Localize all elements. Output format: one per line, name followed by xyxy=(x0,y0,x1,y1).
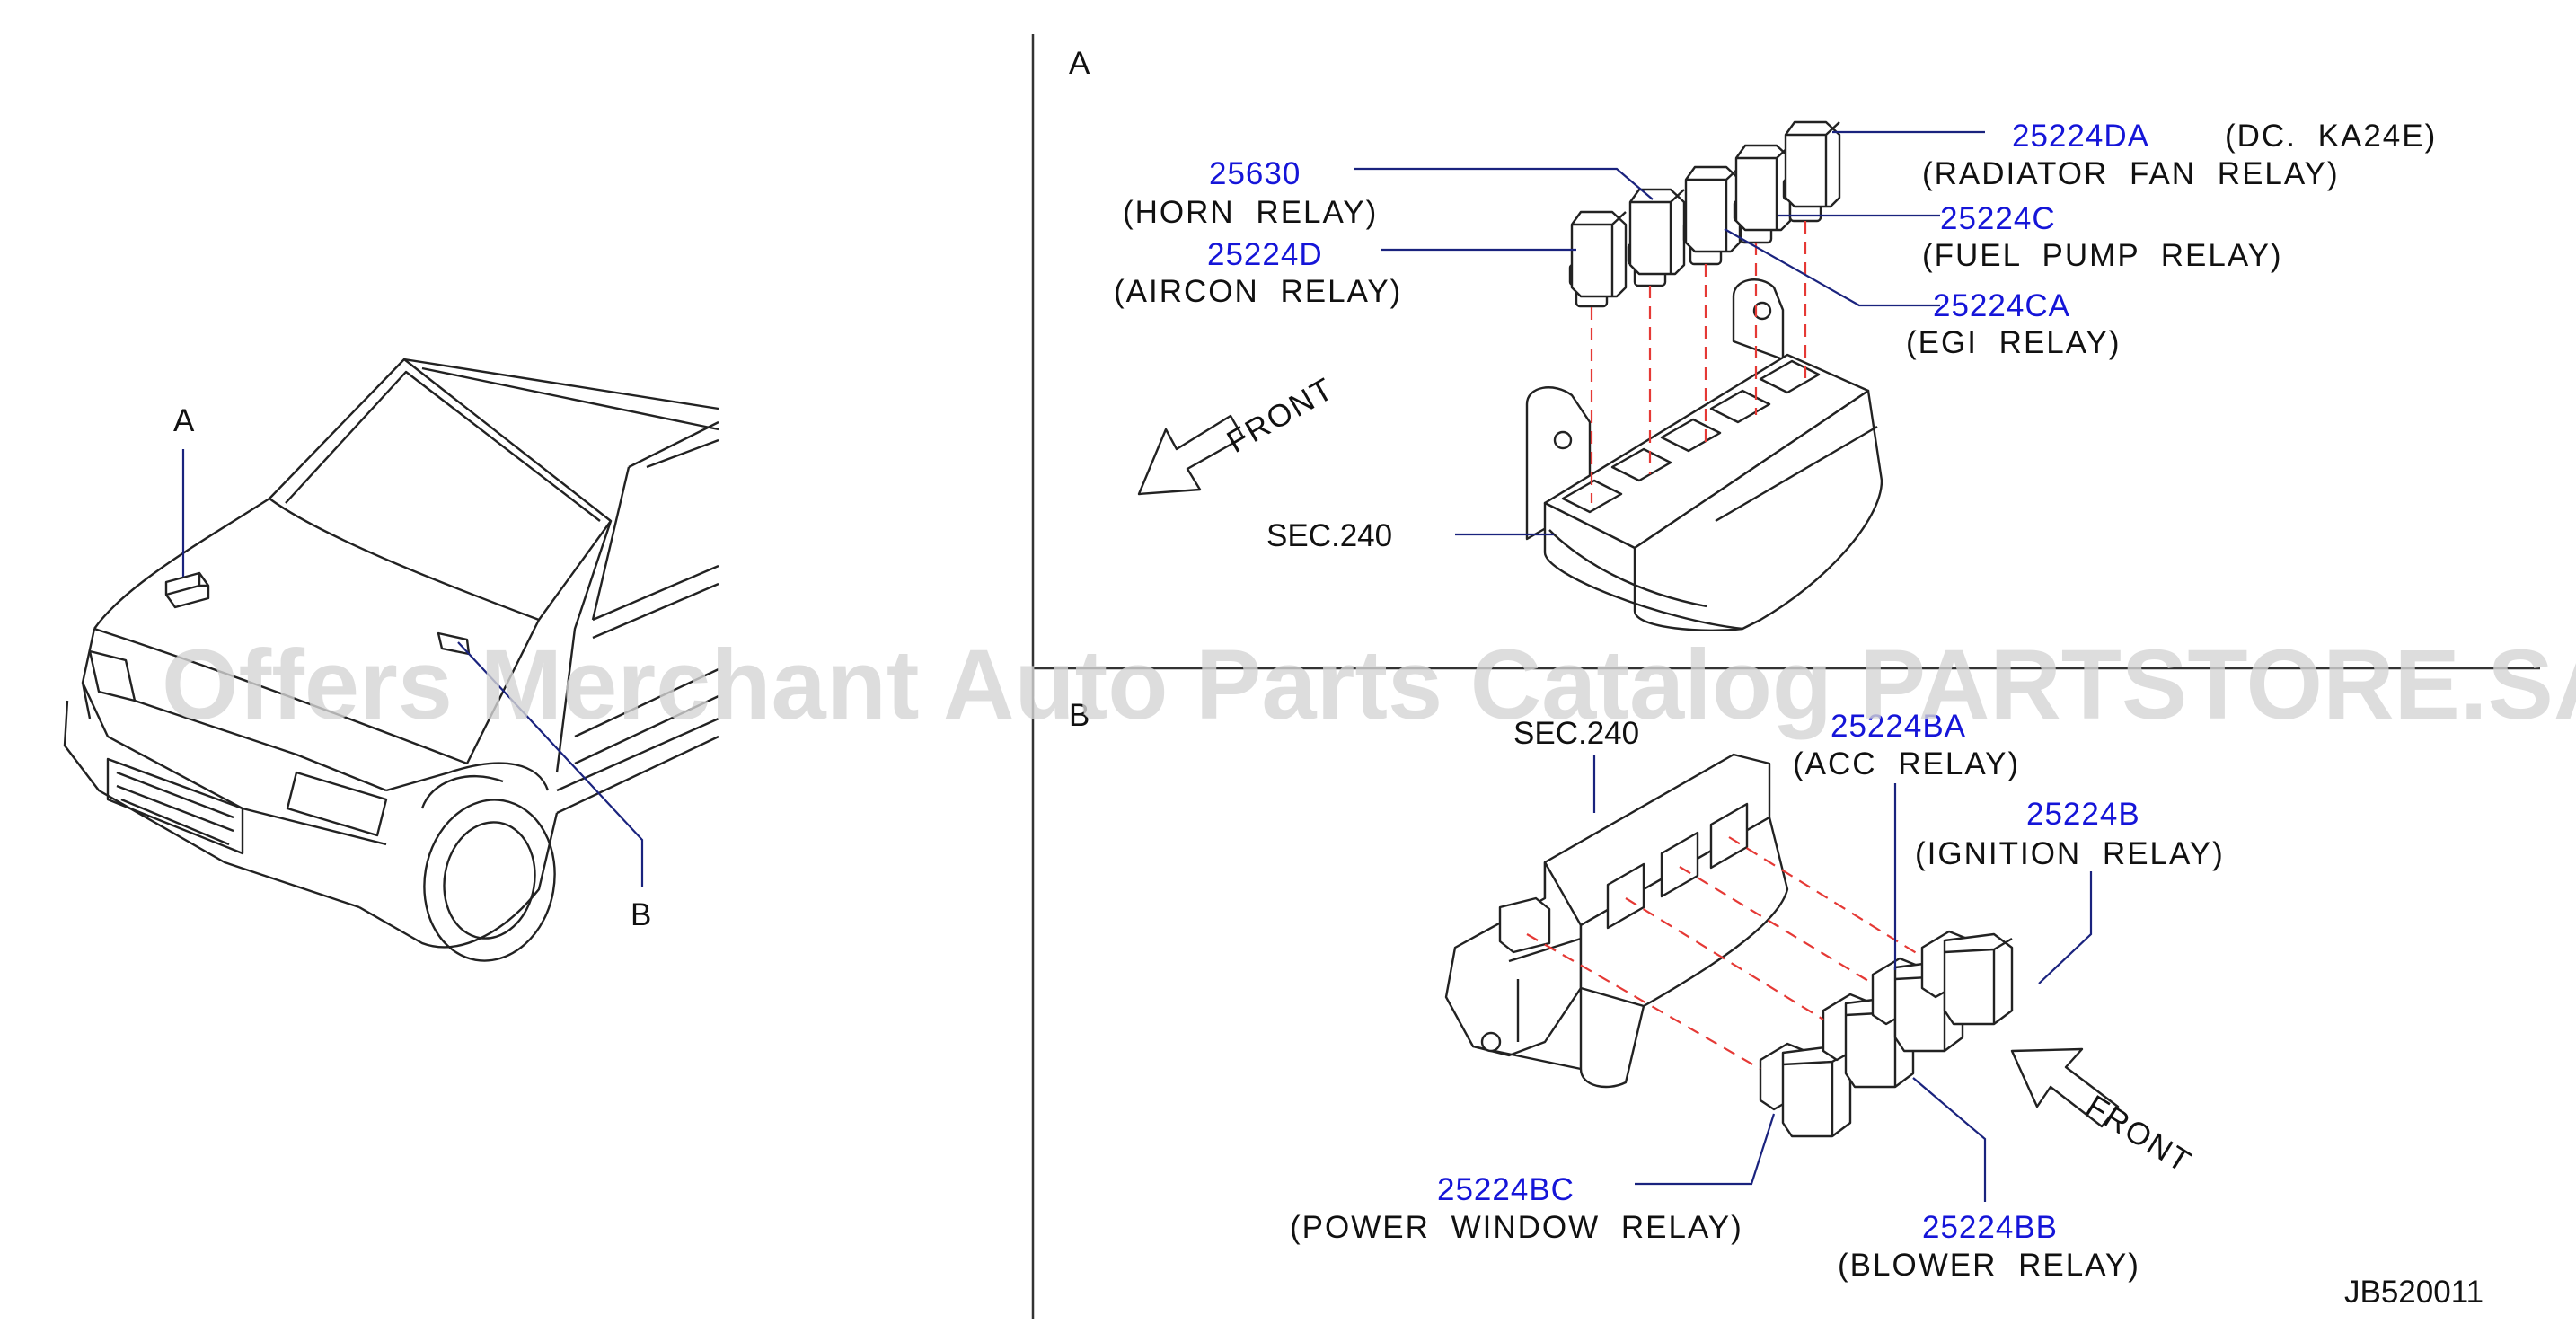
relay-box-a xyxy=(1525,278,1883,631)
view-b-title: B xyxy=(1069,698,1090,733)
radiator-fan-relay-part-number: 25224DA xyxy=(2012,119,2149,154)
view-a-title: A xyxy=(1069,46,1090,81)
aircon-relay xyxy=(1568,210,1628,308)
acc-relay-name: (ACC RELAY) xyxy=(1793,746,2020,781)
panel-dividers xyxy=(1031,34,2540,1319)
vehicle-illustration: A B xyxy=(63,358,719,962)
vehicle-callout-a: A xyxy=(173,403,195,438)
aircon-relay-name: (AIRCON RELAY) xyxy=(1114,274,1402,309)
blower-relay-name: (BLOWER RELAY) xyxy=(1838,1248,2140,1283)
radiator-fan-relay xyxy=(1782,120,1841,223)
front-arrow-b: FRONT xyxy=(2010,1047,2198,1180)
horn-relay-name: (HORN RELAY) xyxy=(1123,195,1378,230)
ignition-relay-name: (IGNITION RELAY) xyxy=(1915,836,2225,871)
egi-relay xyxy=(1682,165,1742,266)
leaders-a xyxy=(1354,130,1985,536)
horn-relay xyxy=(1627,188,1686,287)
egi-relay-name: (EGI RELAY) xyxy=(1906,325,2122,360)
front-arrow-a: FRONT xyxy=(1137,371,1341,496)
power-window-relay-name: (POWER WINDOW RELAY) xyxy=(1290,1210,1743,1245)
fuel-pump-relay-part-number: 25224C xyxy=(1940,201,2056,236)
ignition-relay-part-number: 25224B xyxy=(2026,797,2140,832)
relay-box-b xyxy=(1444,753,1789,1089)
view-a-panel: A xyxy=(1069,46,2437,631)
relay-box-b-sec-label: SEC.240 xyxy=(1513,716,1639,751)
front-label-b: FRONT xyxy=(2080,1089,2198,1180)
guide-lines-a xyxy=(1590,221,1807,503)
acc-relay-part-number: 25224BA xyxy=(1831,709,1966,744)
front-label-a: FRONT xyxy=(1222,371,1341,460)
aircon-relay-part-number: 25224D xyxy=(1207,237,1323,272)
vehicle-callout-b: B xyxy=(631,897,651,932)
relays-b xyxy=(1759,930,2014,1138)
fuel-pump-relay xyxy=(1733,144,1792,244)
relay-box-a-sec-label: SEC.240 xyxy=(1266,518,1392,553)
blower-relay-part-number: 25224BB xyxy=(1922,1210,2058,1245)
diagram-code: JB520011 xyxy=(2344,1275,2483,1310)
horn-relay-part-number: 25630 xyxy=(1209,156,1301,191)
power-window-relay xyxy=(1759,1042,1852,1138)
radiator-fan-relay-name: (RADIATOR FAN RELAY) xyxy=(1922,156,2340,191)
watermark: Offers Merchant Auto Parts Catalog PARTS… xyxy=(162,630,2576,740)
guide-lines-b xyxy=(1526,836,1923,1070)
ignition-relay xyxy=(1920,930,2014,1026)
fuel-pump-relay-name: (FUEL PUMP RELAY) xyxy=(1922,238,2283,273)
egi-relay-part-number: 25224CA xyxy=(1933,288,2070,323)
leaders-b xyxy=(1592,755,2093,1202)
radiator-fan-relay-note: (DC. KA24E) xyxy=(2225,119,2437,154)
relays-a xyxy=(1568,120,1841,308)
view-b-panel: B xyxy=(1069,698,2483,1310)
power-window-relay-part-number: 25224BC xyxy=(1437,1172,1575,1207)
